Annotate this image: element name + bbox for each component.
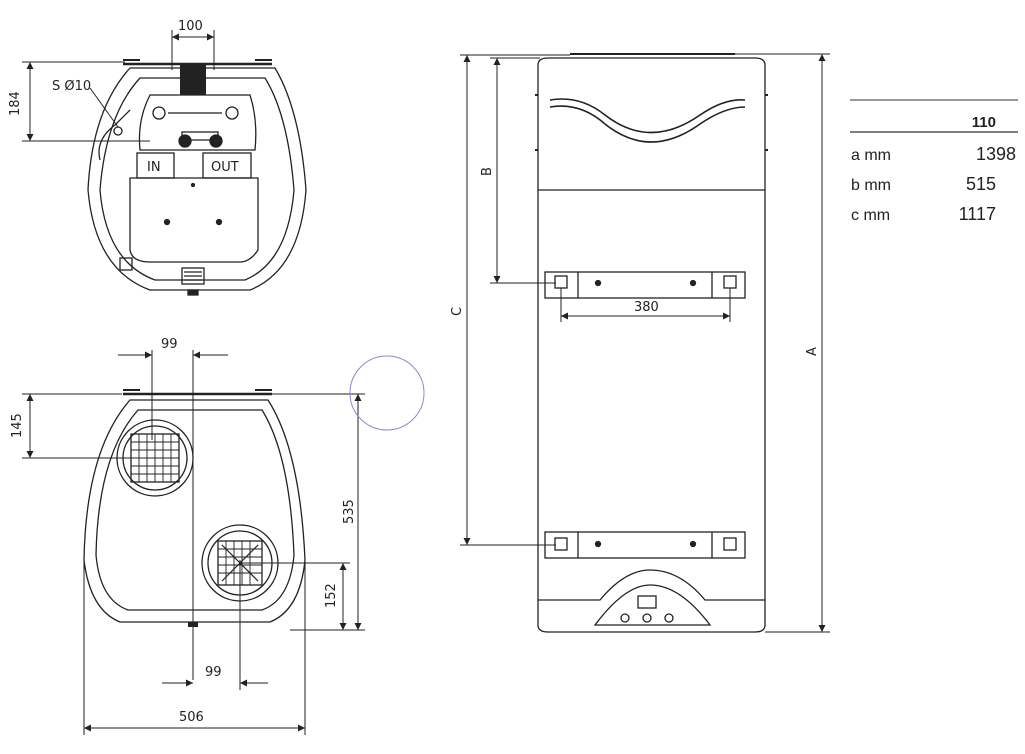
bottom-dim-bottom-height: 152 (324, 583, 339, 608)
bottom-dim-depth: 535 (342, 499, 357, 524)
bottom-dim-top-offset: 99 (161, 337, 178, 352)
top-view-outline (87, 67, 307, 291)
in-label: IN (147, 160, 161, 175)
side-dim-c: C (450, 307, 465, 316)
table-row-c-value: 1117 (959, 204, 996, 224)
side-dim-a: A (805, 347, 820, 356)
top-view-inner-outline (99, 77, 295, 281)
out-label: OUT (211, 160, 239, 175)
control-panel (538, 569, 765, 601)
table-row-a-label: a mm (851, 147, 891, 164)
top-vent (180, 65, 206, 95)
table-model-header: 110 (972, 114, 996, 131)
bottom-view-dimensions (22, 350, 365, 735)
top-view (87, 59, 307, 296)
table-row-b-label: b mm (851, 177, 891, 194)
top-view-dimensions (22, 30, 215, 142)
wall-bracket-bottom (544, 531, 746, 559)
wall-bracket-top (544, 271, 746, 299)
bottom-view-outline (83, 399, 306, 623)
bottom-dim-bottom-offset: 99 (205, 665, 222, 680)
table-row-a-value: 1398 (976, 144, 1016, 164)
side-view-dimensions (460, 53, 830, 633)
bottom-dim-width: 506 (179, 710, 204, 725)
top-dim-height: 184 (8, 91, 23, 116)
dimension-table: 110 a mm 1398 b mm 515 c mm 1117 (850, 99, 1018, 224)
bottom-dim-top-height: 145 (10, 413, 25, 438)
table-row-b-value: 515 (966, 174, 996, 194)
side-dim-b: B (480, 167, 495, 176)
side-dim-bracket: 380 (634, 300, 659, 315)
tank-body (537, 57, 766, 633)
top-dim-width: 100 (178, 19, 203, 34)
table-row-c-label: c mm (851, 207, 890, 224)
detail-circle (349, 355, 425, 431)
drain-label: S Ø10 (52, 79, 91, 94)
air-duct-inlet (116, 419, 194, 497)
side-view (535, 53, 768, 633)
bottom-view (83, 389, 306, 627)
